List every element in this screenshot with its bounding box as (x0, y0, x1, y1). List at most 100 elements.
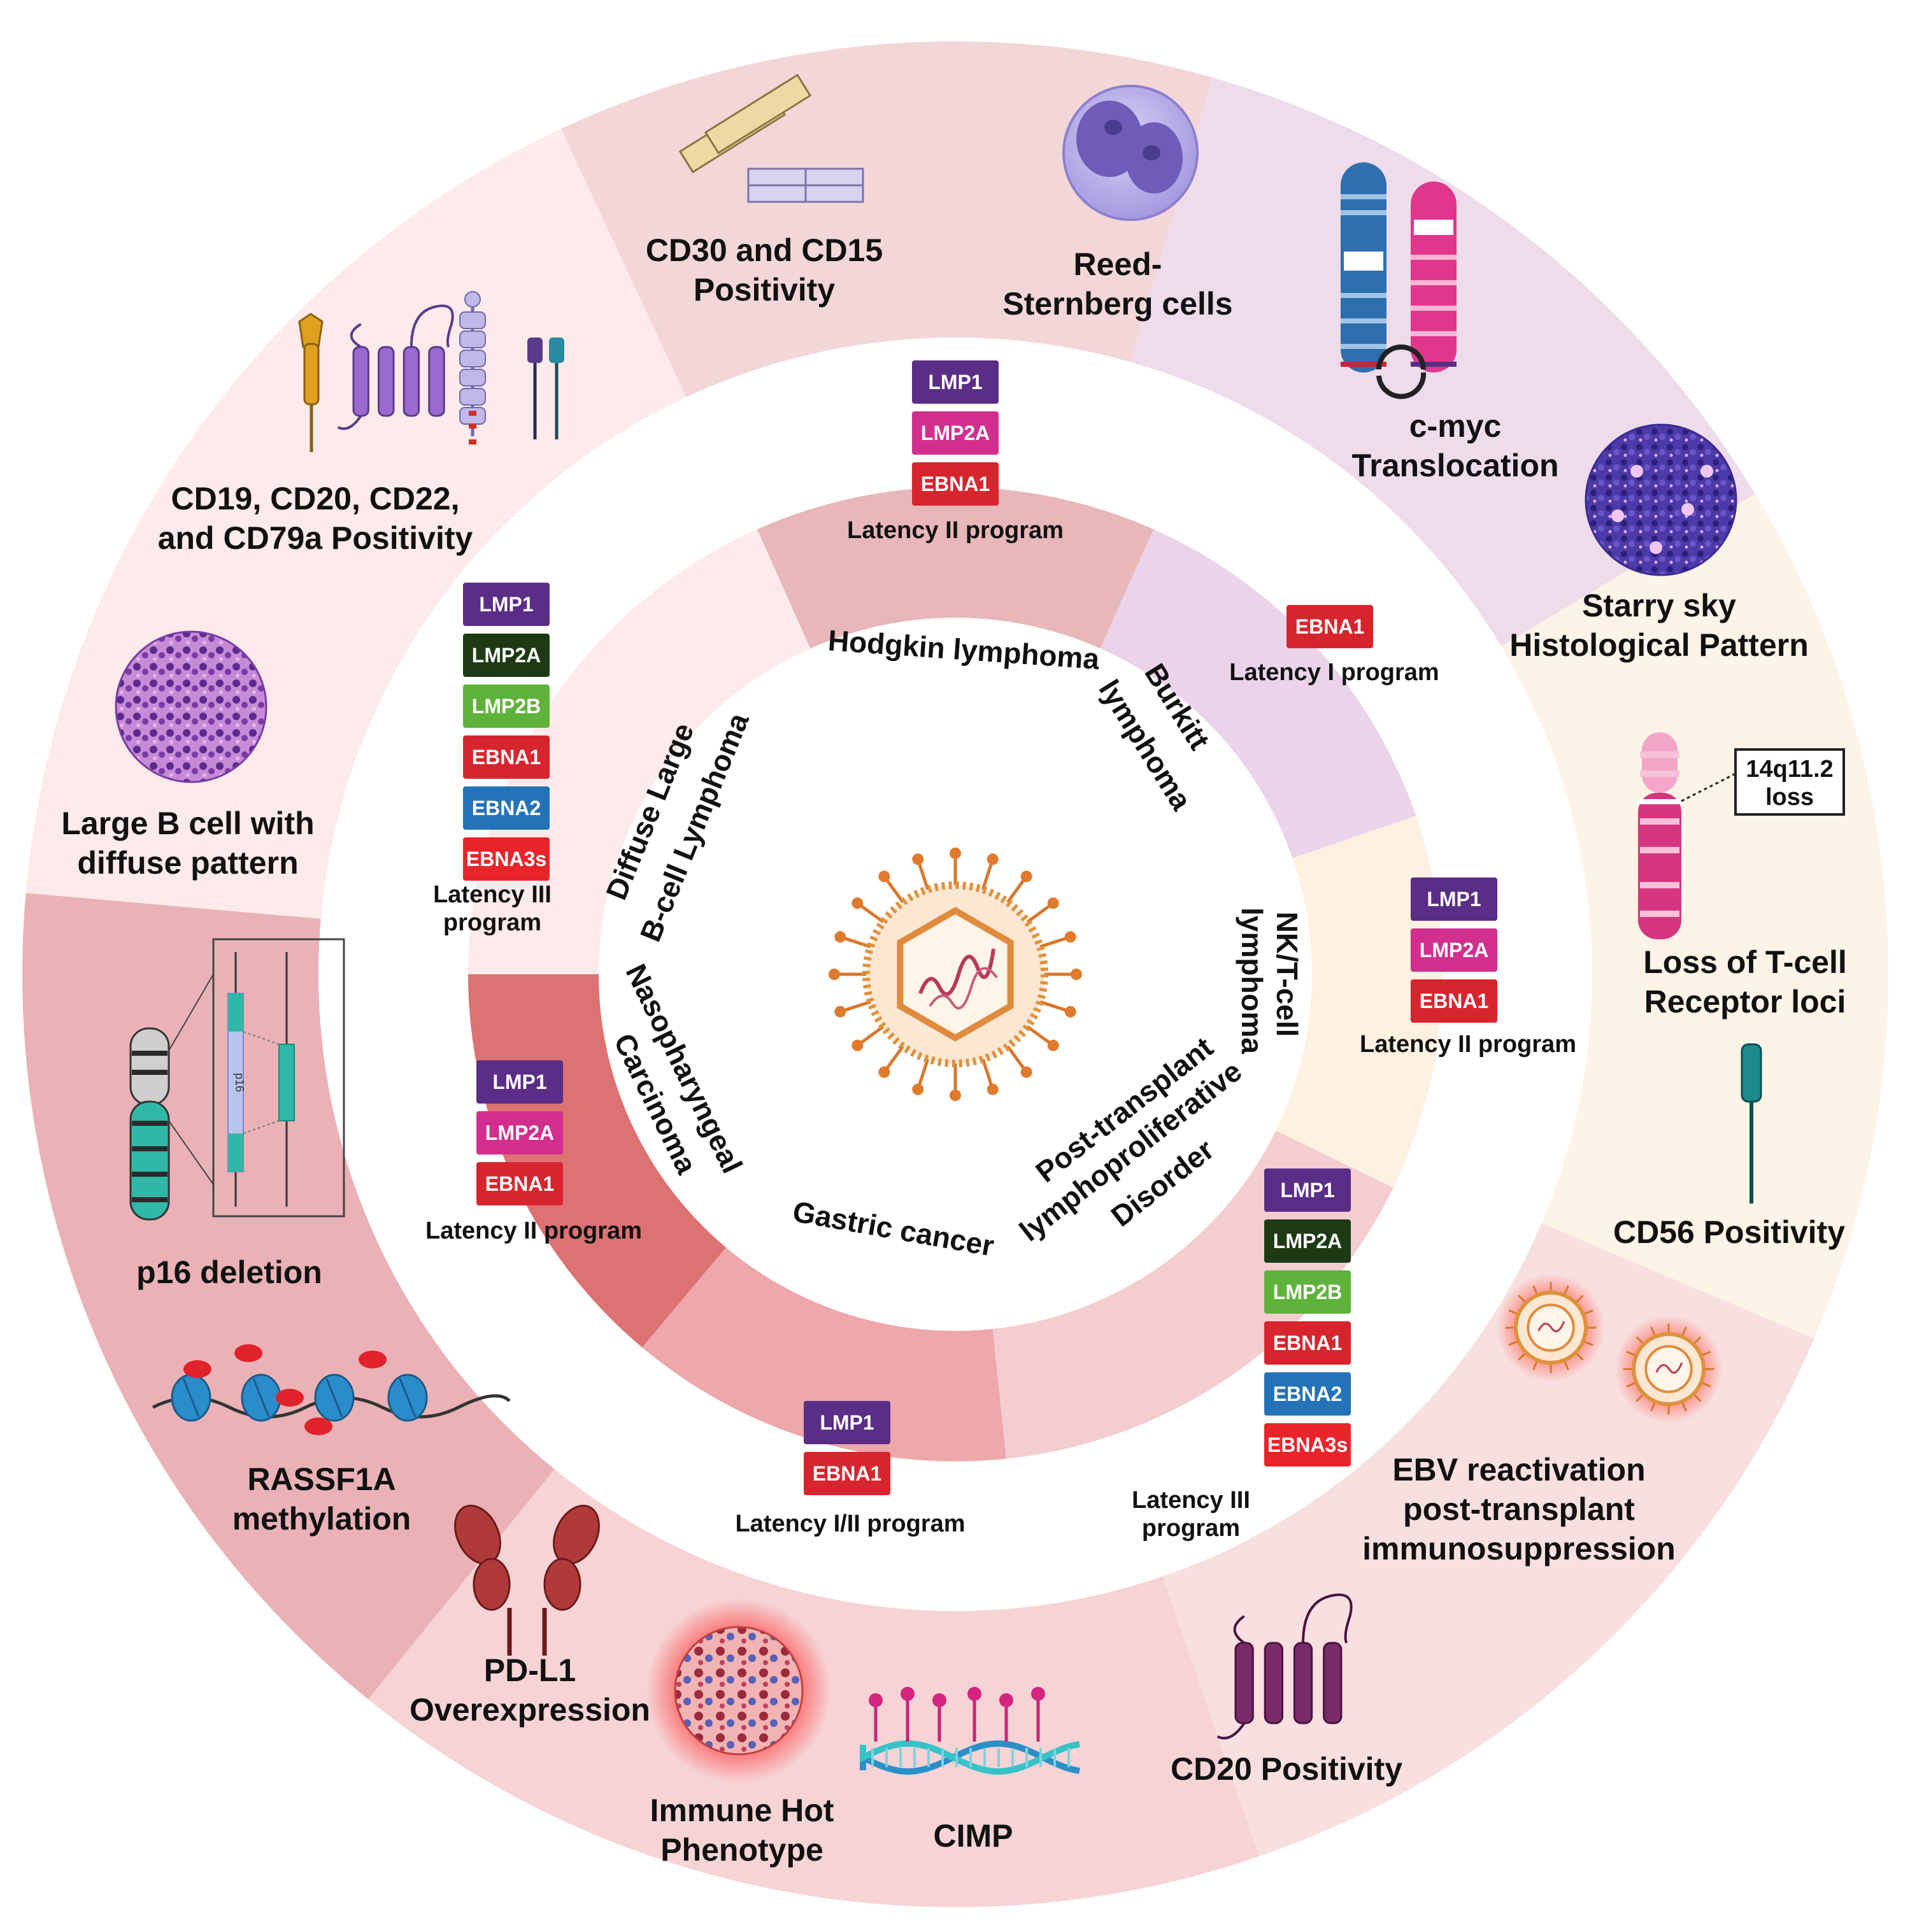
latency-gene-label: LMP1 (820, 1411, 874, 1434)
latency-gene-box (476, 1162, 563, 1205)
latency-gene-label: EBNA3s (1267, 1433, 1348, 1456)
reed-sternberg-label: Reed- (1074, 246, 1162, 282)
ebv-virus-icon-2 (1614, 1314, 1723, 1424)
immune-hot-label: Phenotype (660, 1832, 823, 1868)
latency-gene-box (1264, 1219, 1351, 1263)
ebv-reactivation-label: post-transplant (1403, 1491, 1635, 1527)
latency-program-label: Latency II program (425, 1218, 642, 1244)
starry-sky-label: Histological Pattern (1509, 627, 1809, 663)
latency-gene-box (1411, 979, 1497, 1023)
latency-gene-box (1411, 877, 1497, 921)
cd19-label: CD19, CD20, CD22, (171, 481, 460, 516)
latency-gene-label: EBNA2 (1273, 1382, 1342, 1405)
latency-gene-label: EBNA2 (472, 797, 541, 820)
latency-gene-label: EBNA1 (813, 1462, 881, 1485)
tcr-box-label: 14q11.2 (1746, 756, 1833, 783)
cmyc-chromosome-icon (1341, 162, 1457, 399)
ring-inner-hodgkin (757, 487, 1154, 649)
latency-program-label: Latency III (1132, 1487, 1250, 1514)
ring-inner-ptld (992, 1130, 1393, 1459)
latency-program-label: Latency I program (1229, 659, 1439, 686)
latency-gene-box (463, 786, 550, 830)
cd19-label: and CD79a Positivity (158, 520, 473, 556)
cmyc-label: Translocation (1351, 448, 1558, 483)
cimp-label: CIMP (934, 1818, 1013, 1854)
cd56-receptor-icon (1741, 1043, 1762, 1204)
latency-gene-box (912, 360, 999, 404)
cd56-label: CD56 Positivity (1613, 1214, 1845, 1250)
p16-gene-label: p16 (233, 1073, 246, 1092)
nkt-label: NK/T-cell (1271, 912, 1304, 1037)
large-b-cell-label: Large B cell with (61, 806, 314, 841)
latency-gene-label: LMP2A (1420, 939, 1488, 962)
ebv-virus-icon-1 (1496, 1273, 1606, 1382)
latency-gene-box (463, 685, 550, 728)
ebv-reactivation-label: EBV reactivation (1392, 1452, 1645, 1488)
latency-program-label: program (443, 909, 541, 936)
latency-program-label: Latency II program (847, 517, 1064, 544)
latency-gene-label: LMP2B (1273, 1281, 1342, 1303)
latency-gene-label: EBNA3s (466, 848, 546, 870)
latency-program-label: Latency III (433, 881, 552, 908)
cd30-label: Positivity (694, 272, 835, 308)
ring-inner-gastric (642, 1247, 1006, 1462)
p16-chromosome-icon: p16 (129, 938, 345, 1221)
latency-gene-box (1264, 1321, 1351, 1365)
reed-sternberg-label: Sternberg cells (1002, 286, 1232, 322)
latency-program-label: Latency I/II program (735, 1510, 965, 1537)
cmyc-label: c-myc (1409, 408, 1502, 444)
cd30-cd15-receptor-icon (678, 73, 864, 203)
latency-program-label: program (1142, 1515, 1240, 1542)
latency-gene-label: EBNA1 (485, 1172, 554, 1195)
latency-gene-label: LMP1 (1280, 1179, 1334, 1202)
cd20-label: CD20 Positivity (1171, 1751, 1402, 1787)
latency-gene-box (463, 837, 550, 881)
latency-gene-label: EBNA1 (1295, 615, 1364, 638)
latency-gene-box (463, 735, 550, 779)
large-b-cell-label: diffuse pattern (77, 845, 298, 881)
latency-gene-box (476, 1060, 563, 1104)
latency-gene-label: EBNA1 (1273, 1332, 1342, 1354)
tcr-loss-label: Receptor loci (1644, 984, 1846, 1019)
ebv-reactivation-label: immunosuppression (1362, 1531, 1676, 1566)
latency-gene-label: LMP1 (479, 593, 533, 616)
latency-gene-box (1264, 1423, 1351, 1467)
latency-gene-label: LMP2B (472, 695, 541, 718)
pdl1-label: Overexpression (410, 1692, 650, 1728)
p16-deletion-label: p16 deletion (136, 1254, 322, 1290)
latency-gene-box (1411, 928, 1497, 972)
nkt-label: lymphoma (1236, 907, 1269, 1054)
latency-gene-label: LMP1 (1427, 888, 1481, 911)
latency-gene-label: LMP2A (1273, 1230, 1342, 1253)
latency-gene-label: EBNA1 (921, 472, 990, 495)
latency-gene-label: LMP2A (485, 1121, 554, 1144)
pdl1-receptor-icon (454, 1504, 600, 1656)
pdl1-label: PD-L1 (484, 1652, 576, 1688)
latency-gene-box (804, 1401, 890, 1444)
latency-gene-box (1264, 1372, 1351, 1416)
rassf1a-label: RASSF1A (247, 1461, 396, 1497)
cimp-dna-icon (860, 1687, 1080, 1775)
latency-gene-box (912, 462, 999, 506)
latency-gene-box (1264, 1168, 1351, 1212)
reed-sternberg-cell-icon (1062, 85, 1199, 221)
ebv-virus-icon (829, 848, 1082, 1101)
latency-gene-label: LMP1 (928, 371, 982, 394)
cd20-receptor-icon (1216, 1593, 1353, 1740)
ring-inner-dlbcl (468, 529, 811, 974)
latency-gene-box (1286, 605, 1373, 648)
starry-sky-label: Starry sky (1582, 588, 1736, 623)
latency-gene-label: EBNA1 (1420, 990, 1488, 1012)
gastric-label: Gastric cancer (790, 1195, 997, 1263)
cd20-tm-icon (337, 304, 454, 430)
